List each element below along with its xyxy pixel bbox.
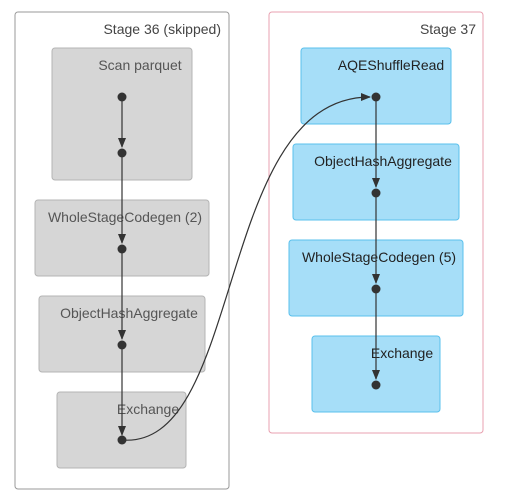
point-scan-parquet-bottom — [117, 148, 127, 158]
node-aqeshuffleread-label: AQEShuffleRead — [338, 57, 444, 73]
node-objecthashaggregate-skipped-label: ObjectHashAggregate — [60, 305, 198, 321]
point-exchange-skipped — [117, 435, 127, 445]
node-wholestagecodegen-5-label: WholeStageCodegen (5) — [302, 249, 456, 265]
node-exchange-label: Exchange — [371, 345, 433, 361]
node-exchange-skipped-label: Exchange — [117, 401, 179, 417]
point-scan-parquet-top — [117, 92, 127, 102]
node-objecthashaggregate-label: ObjectHashAggregate — [314, 153, 452, 169]
point-objecthashaggregate-skipped — [117, 340, 127, 350]
point-wholestagecodegen-2 — [117, 244, 127, 254]
stage-37-title: Stage 37 — [420, 21, 476, 37]
edge-exchange-to-aqeshuffleread — [121, 93, 371, 441]
point-aqeshuffleread — [371, 92, 381, 102]
node-wholestagecodegen-2-label: WholeStageCodegen (2) — [48, 209, 202, 225]
stage-cluster-36: Stage 36 (skipped) Scan parquet WholeSta… — [14, 11, 230, 490]
node-scan-parquet-label: Scan parquet — [98, 57, 181, 73]
point-exchange — [371, 380, 381, 390]
point-objecthashaggregate — [371, 188, 381, 198]
node-points — [117, 92, 381, 445]
stage-36-title: Stage 36 (skipped) — [103, 21, 221, 37]
node-aqeshuffleread[interactable]: AQEShuffleRead — [300, 47, 452, 125]
point-wholestagecodegen-5 — [371, 284, 381, 294]
